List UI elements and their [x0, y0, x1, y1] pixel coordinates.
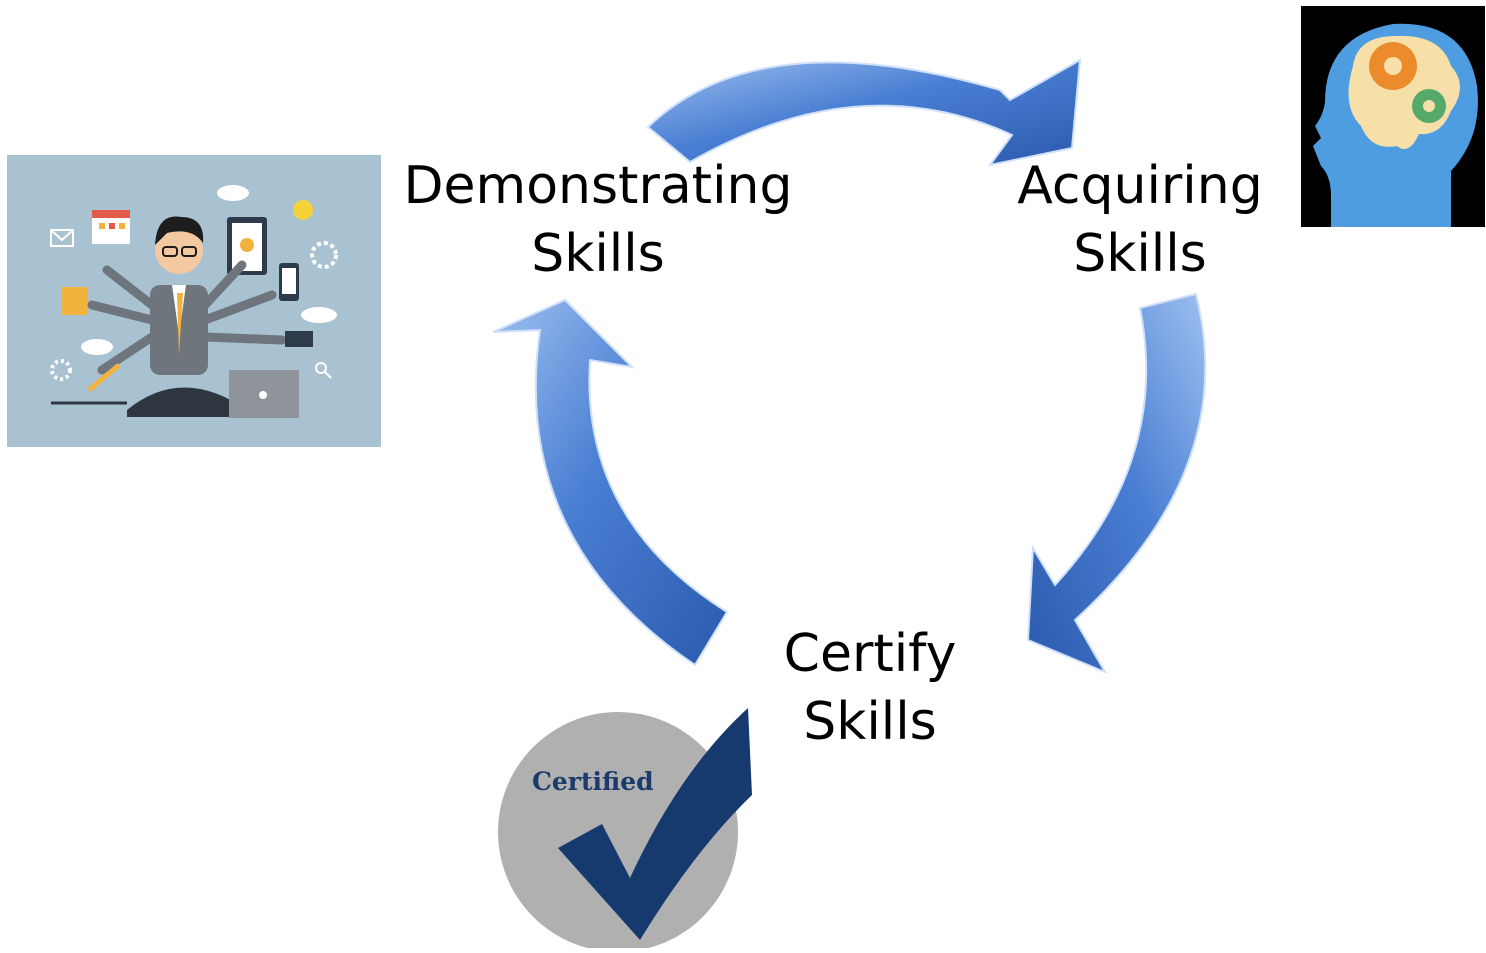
- stage-label-line: Skills: [531, 224, 665, 284]
- arrow-demonstrating-to-acquiring: [646, 58, 1082, 167]
- arrow-acquiring-to-certify: [1026, 292, 1207, 675]
- mail-icon: [50, 229, 74, 247]
- checkmark-icon: [558, 708, 752, 940]
- pencil-icon: [87, 363, 121, 392]
- stage-label-line: Skills: [1073, 224, 1207, 284]
- multitasking-businessman-illustration: [7, 155, 381, 447]
- stage-label-line: Demonstrating: [403, 156, 793, 216]
- stage-label-line: Certify: [783, 624, 957, 684]
- brain-gears-head-icon: [1301, 6, 1485, 228]
- gear-icon: [50, 359, 72, 381]
- folder-icon: [62, 287, 88, 315]
- stage-label-certify-skills: Certify Skills: [760, 620, 980, 756]
- magnifier-icon: [315, 362, 327, 374]
- stage-label-acquiring-skills: Acquiring Skills: [1000, 152, 1280, 288]
- gear-icon: [310, 241, 338, 269]
- badge-certified-text: Certified: [532, 767, 654, 796]
- credit-card-icon: [285, 331, 313, 347]
- arrow-certify-to-demonstrating: [492, 298, 729, 667]
- certified-checkmark-badge: Certified: [490, 700, 760, 952]
- stage-label-demonstrating-skills: Demonstrating Skills: [398, 152, 798, 288]
- sun-icon: [293, 200, 313, 220]
- stage-label-line: Acquiring: [1017, 156, 1263, 216]
- stage-label-line: Skills: [803, 692, 937, 752]
